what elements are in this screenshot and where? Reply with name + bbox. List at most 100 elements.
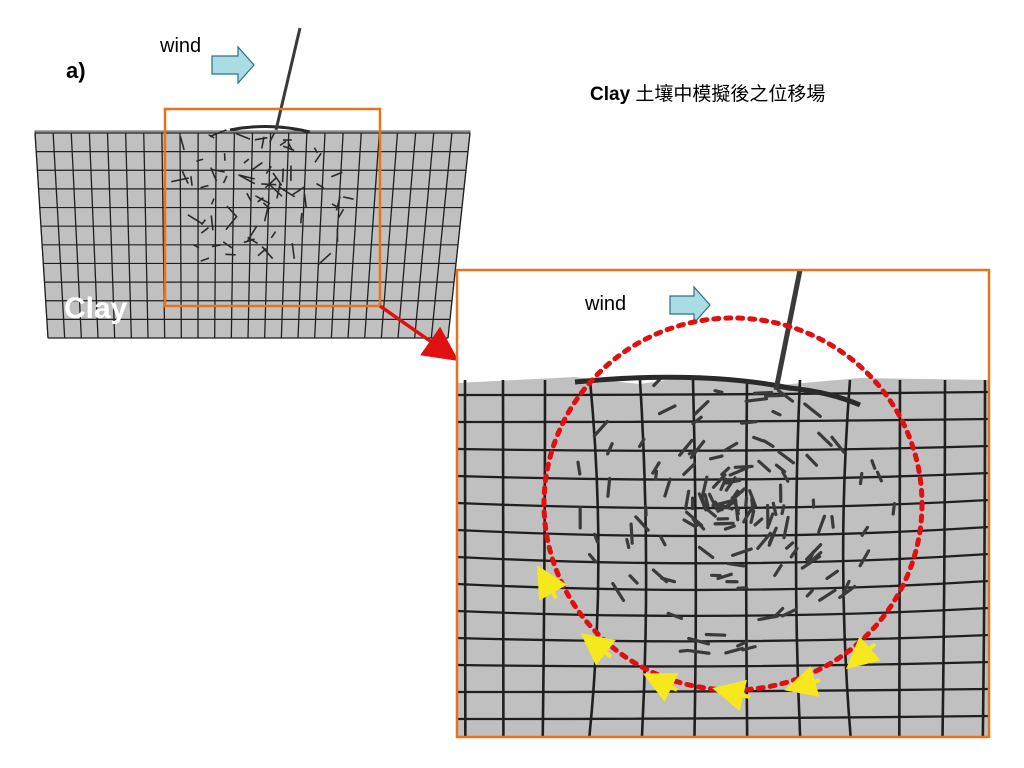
wind-arrow-zoom-icon (669, 285, 711, 325)
pole-overview (274, 27, 302, 131)
displacement-vector (838, 584, 857, 600)
flow-arrow-icon (845, 636, 881, 670)
displacement-vector (781, 470, 790, 483)
flow-arrow-icon (712, 679, 751, 712)
displacement-vector (238, 174, 255, 180)
flow-arrow-icon (642, 672, 679, 702)
zoom-panel: wind (455, 268, 991, 739)
clay-label: Clay (64, 292, 128, 325)
mesh-line (397, 132, 417, 339)
mesh-line (179, 132, 182, 339)
displacement-vector (316, 182, 325, 189)
displacement-vector (842, 579, 851, 594)
mesh-line (457, 579, 989, 592)
displacement-vector (313, 147, 319, 154)
displacement-vector (772, 606, 785, 619)
displacement-vector (731, 487, 746, 502)
displacement-vector (705, 507, 717, 518)
mesh-line (124, 132, 132, 339)
displacement-vector (782, 515, 790, 540)
zoom-panel-border (455, 268, 991, 739)
displacement-vector (281, 168, 285, 183)
displacement-vector (723, 524, 736, 531)
displacement-vector (875, 470, 883, 483)
displacement-vector (825, 569, 840, 581)
displacement-vector (730, 547, 753, 557)
displacement-vector (651, 461, 661, 475)
displacement-vector (666, 611, 684, 620)
wind-arrow-icon (211, 45, 255, 85)
displacement-vector (736, 586, 749, 590)
displacement-vector (697, 492, 708, 512)
displacement-vector (713, 389, 724, 394)
displacement-vector (686, 648, 711, 655)
displacement-vector (606, 476, 612, 498)
displacement-vector (753, 517, 764, 527)
mesh-line (457, 660, 989, 668)
displacement-vector (704, 632, 727, 637)
displacement-vector (736, 640, 749, 648)
displacement-vector (268, 132, 275, 143)
wind-label-zoom: wind (584, 293, 626, 315)
displacement-vector (226, 205, 238, 218)
displacement-vector (707, 492, 719, 511)
displacement-vector (171, 177, 189, 183)
displacement-vector (724, 476, 737, 492)
displacement-vector (654, 469, 659, 481)
displacement-vector (314, 152, 322, 163)
displacement-vector (187, 214, 204, 225)
displacement-vector (634, 515, 650, 532)
displacement-vector (317, 252, 332, 266)
mesh-line (380, 132, 399, 339)
displacement-vector (208, 134, 215, 139)
displacement-vector (287, 142, 293, 151)
displacement-vector (337, 208, 345, 219)
displacement-vector (196, 158, 204, 163)
displacement-vector (803, 402, 822, 419)
displacement-vector (592, 419, 609, 438)
displacement-vector (291, 242, 296, 259)
mesh-line (70, 132, 82, 339)
displacement-vector (272, 172, 283, 186)
overview-mesh (34, 124, 471, 339)
displacement-vector (742, 506, 754, 524)
displacement-vector (262, 202, 271, 210)
displacement-vector (261, 246, 274, 260)
displacement-vector (331, 171, 343, 178)
mesh-line (280, 132, 290, 339)
displacement-vector (858, 471, 864, 486)
displacement-vector (768, 526, 778, 545)
displacement-vector (780, 504, 786, 516)
displacement-vector (190, 176, 193, 186)
displacement-vector (200, 184, 209, 189)
displacement-vector (263, 204, 270, 222)
displacement-vector (817, 514, 827, 534)
surface-heave (574, 374, 861, 408)
displacement-vector (757, 459, 772, 473)
pole-zoom (773, 270, 803, 391)
displacement-vector (279, 186, 296, 198)
displacement-vector (269, 184, 283, 197)
displacement-vector (292, 186, 305, 196)
displacement-vector (611, 581, 626, 603)
displacement-vector (254, 136, 268, 141)
displacement-vector (235, 132, 251, 140)
flow-arrow-icon (580, 633, 616, 666)
displacement-vector (684, 489, 691, 511)
displacement-vector (200, 226, 210, 234)
displacement-vector (805, 589, 814, 598)
displacement-vector (860, 525, 869, 537)
displacement-vector (771, 501, 778, 517)
displacement-vector (720, 466, 731, 477)
displacement-vector (659, 535, 667, 547)
mesh-line (88, 132, 99, 339)
wind-label-overview: wind (159, 35, 201, 57)
displacement-vector (818, 588, 837, 602)
displacement-vector (652, 377, 662, 388)
displacement-vector (687, 448, 699, 456)
overview-deformation-zone (171, 124, 354, 266)
displacement-vector (728, 466, 749, 477)
displacement-vector (303, 193, 308, 208)
mesh-line (264, 132, 272, 339)
displacement-vector (817, 431, 833, 447)
